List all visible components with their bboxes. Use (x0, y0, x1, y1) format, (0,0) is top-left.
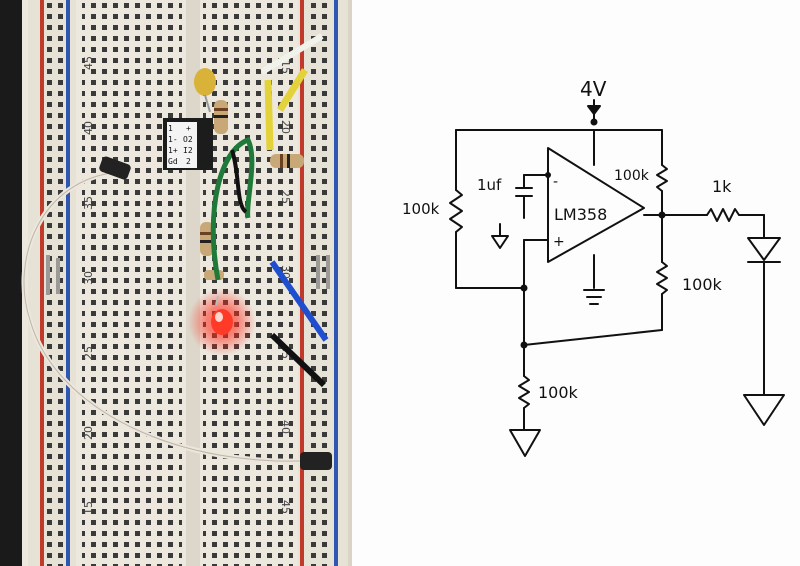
resistor (200, 222, 214, 256)
right-blue-line (334, 0, 338, 566)
wire-end-cap (99, 156, 131, 180)
supply-label: 4V (580, 77, 607, 101)
ic-pin-label: + (186, 124, 191, 133)
node-dot (520, 284, 528, 292)
blue-jumper-wire (269, 260, 329, 342)
ic-pin-label: I2 (183, 146, 193, 155)
ic-pin-label: 1- (168, 135, 178, 144)
ic-pin-label-sticker (167, 122, 197, 168)
row-number-right: 20 (279, 120, 292, 134)
rail-pin (326, 255, 330, 289)
row-number: 35 (82, 196, 95, 210)
wire-end-cap (300, 452, 332, 470)
yellow-jumper-wire (264, 79, 274, 151)
red-led (211, 309, 233, 335)
green-jumper-wire (210, 136, 255, 281)
row-number: 45 (82, 56, 95, 70)
resistor-label-left: 100k (402, 200, 440, 218)
ic-pin-label: O2 (183, 135, 193, 144)
white-jumper-wire-shade (23, 171, 321, 462)
ic-pin-label: 1+ (168, 146, 178, 155)
schematic-drawing: 4V LM358 1uf 100k 100k 1k 100k 100k - + (352, 0, 800, 566)
node-dot (658, 211, 666, 219)
node-dot (590, 118, 598, 126)
white-jumper-short (260, 33, 324, 75)
ic-pin-label: 1 (168, 124, 173, 133)
capacitor-label: 1uf (477, 176, 502, 194)
row-number: 15 (82, 501, 95, 515)
right-red-line (300, 0, 304, 566)
row-number: 30 (82, 271, 95, 285)
ic-pin-label: 2 (186, 157, 191, 166)
resistor-label-series: 1k (712, 177, 732, 196)
opamp-plus-label: + (553, 234, 565, 250)
node-dot (520, 341, 528, 349)
terminal-holes-right (203, 0, 293, 566)
row-number-right: 45 (279, 500, 292, 514)
paper-sheet (352, 0, 800, 566)
opamp-label: LM358 (554, 205, 607, 224)
row-number-right: 15 (279, 60, 292, 74)
resistor-label-divider: 100k (682, 275, 723, 294)
resistor (204, 270, 224, 280)
yellow-jumper-wire (277, 68, 308, 112)
row-number: 20 (82, 426, 95, 440)
breadboard: 15 20 25 30 35 40 45 15 20 25 30 35 40 4… (0, 0, 356, 566)
rail-pin (316, 255, 320, 289)
row-number: 40 (82, 121, 95, 135)
node-dot (545, 172, 551, 178)
rail-pin (56, 258, 60, 294)
row-number: 25 (82, 346, 95, 360)
terminal-holes-left (82, 0, 182, 566)
ic-pin-label: Gd (168, 157, 178, 166)
row-number-right: 25 (279, 190, 292, 204)
resistor-label-bottom: 100k (538, 383, 579, 402)
black-jumper-wire (230, 149, 248, 214)
capacitor-component (194, 68, 216, 96)
resistor-label-feedback: 100k (614, 168, 650, 184)
left-rail-holes (45, 0, 65, 566)
left-red-line (40, 0, 44, 566)
left-blue-line (66, 0, 70, 566)
row-number-right: 40 (279, 420, 292, 434)
black-jumper-wire (269, 332, 327, 388)
rail-pin (46, 255, 50, 295)
opamp-minus-label: - (553, 174, 558, 190)
